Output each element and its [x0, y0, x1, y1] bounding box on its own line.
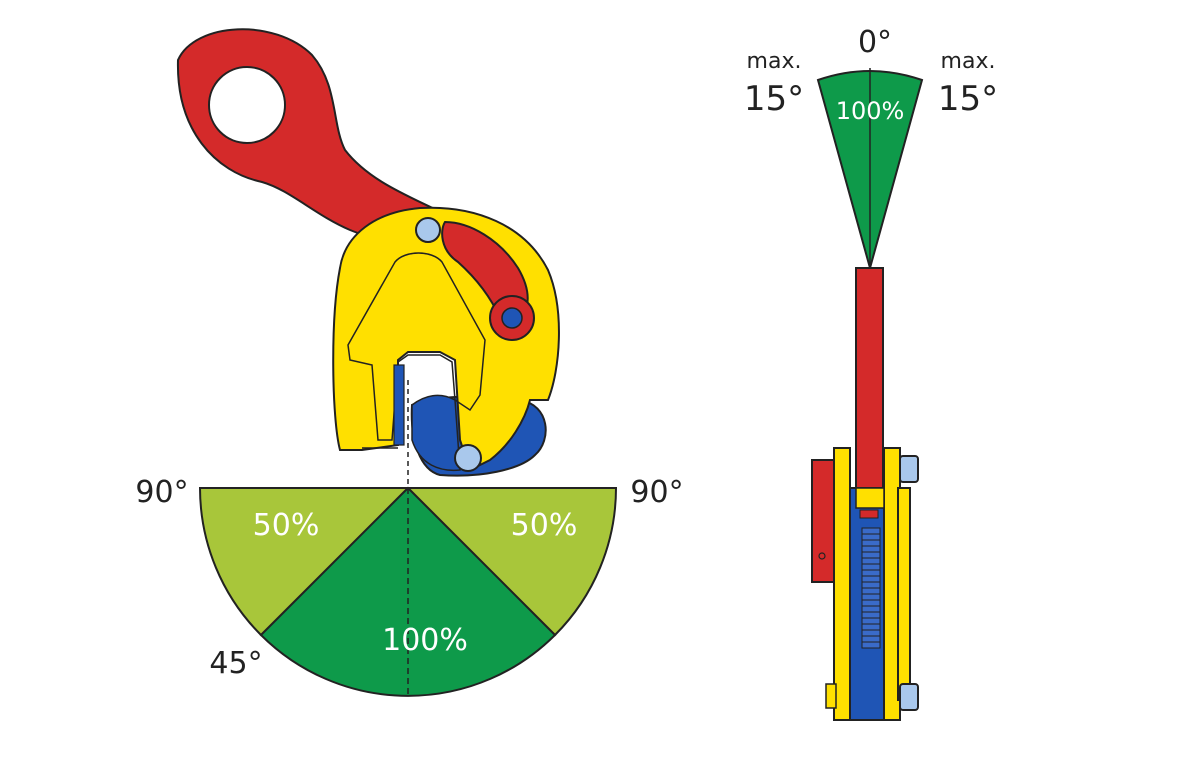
front-red-insert — [859, 509, 879, 519]
label-15-right: 15° — [938, 79, 998, 119]
top-pin — [415, 217, 441, 243]
label-max-left: max. — [747, 49, 802, 74]
pivot-center-blue — [501, 307, 523, 329]
bottom-pin — [454, 444, 482, 472]
label-max-right: max. — [941, 49, 996, 74]
bolt-top — [899, 455, 919, 483]
label-right-90: 90° — [630, 475, 683, 510]
front-side-lever-dot — [818, 552, 826, 560]
bolt-bottom — [899, 683, 919, 711]
cam-teeth — [411, 394, 461, 472]
front-side-lever — [811, 459, 837, 583]
sector-right-50 — [405, 487, 618, 637]
lifting-eye-hole — [208, 66, 286, 144]
front-yellow-block — [855, 487, 885, 509]
front-red-arm — [855, 267, 884, 489]
sector-center-pct: 100% — [382, 623, 468, 658]
angle-semicircle: 50% 50% 100% 90° 90° 45° — [135, 475, 684, 697]
sector-right-pct: 50% — [511, 508, 578, 543]
clamp-inner-outline — [347, 252, 486, 441]
label-45: 45° — [209, 646, 262, 681]
nut-bottom-left — [825, 683, 837, 709]
front-plate-left — [833, 447, 851, 721]
front-plate-right-outer — [897, 487, 911, 701]
front-spring — [861, 527, 881, 649]
jaw-pad — [393, 364, 405, 446]
sector-left-pct: 50% — [253, 508, 320, 543]
label-left-90: 90° — [135, 475, 188, 510]
label-0: 0° — [858, 25, 892, 60]
fan-pct: 100% — [836, 97, 905, 125]
sector-left-50 — [198, 487, 411, 637]
label-15-left: 15° — [744, 79, 804, 119]
clamp-side-view — [176, 28, 560, 485]
clamp-front-view: 100% 0° max. 15° max. 15° — [744, 25, 998, 721]
